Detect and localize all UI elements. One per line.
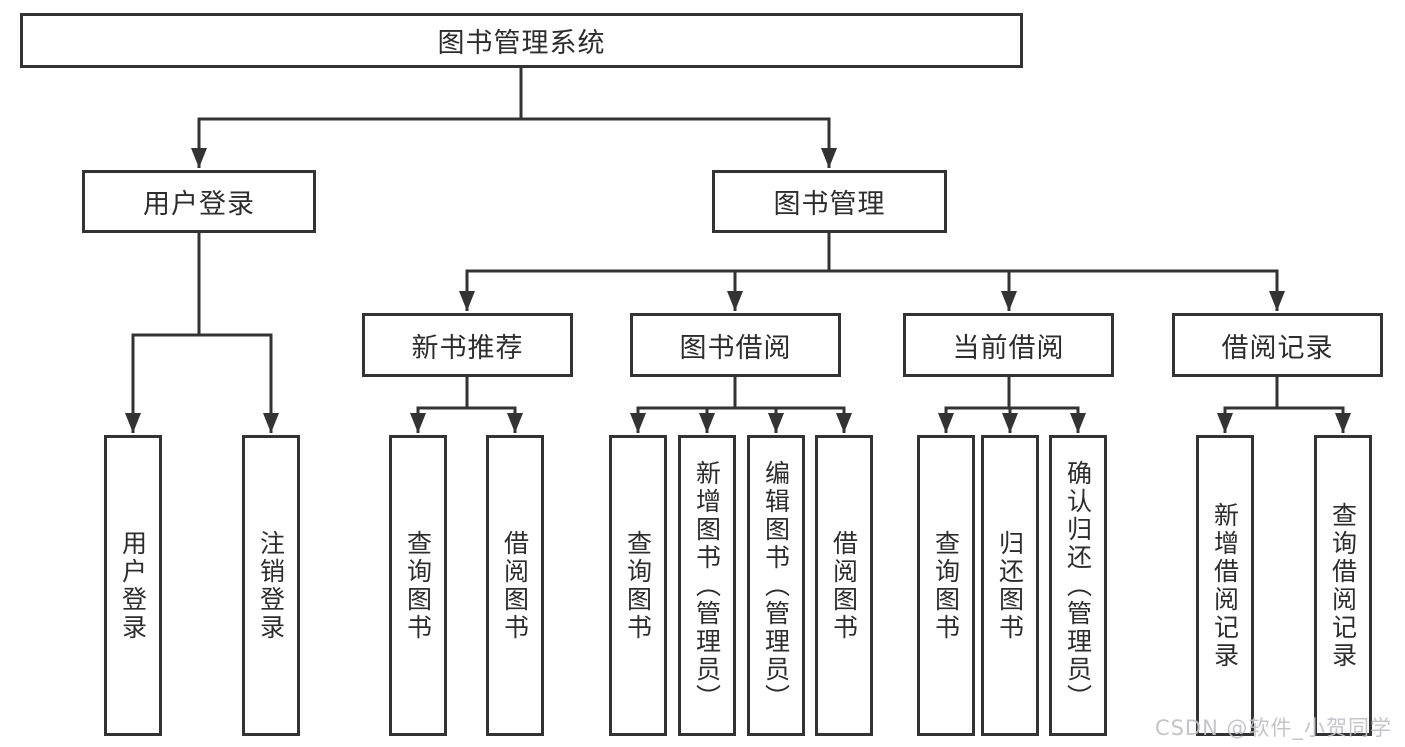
node-borrow-records-label: 借阅记录 xyxy=(1221,332,1334,364)
leaf-query-books-current: 查询图书 xyxy=(917,435,975,736)
node-root-label: 图书管理系统 xyxy=(437,28,606,59)
node-user-login: 用户登录 xyxy=(82,170,316,233)
leaf-borrow-books-label: 借阅图书 xyxy=(829,529,859,642)
leaf-confirm-return-admin-label: 确认归还（管理员） xyxy=(1063,459,1093,712)
leaf-add-borrow-record: 新增借阅记录 xyxy=(1196,435,1254,736)
leaf-query-books-borrow: 查询图书 xyxy=(609,435,667,736)
leaf-query-books-borrow-label: 查询图书 xyxy=(623,529,653,642)
leaf-edit-books-admin: 编辑图书（管理员） xyxy=(747,435,805,736)
leaf-add-books-admin-label: 新增图书（管理员） xyxy=(692,459,722,712)
csdn-watermark: CSDN @软件_小贺同学 xyxy=(1154,716,1392,740)
node-user-login-label: 用户登录 xyxy=(143,189,255,220)
leaf-add-borrow-record-label: 新增借阅记录 xyxy=(1210,501,1240,670)
leaf-return-books: 归还图书 xyxy=(981,435,1039,736)
leaf-query-books-current-label: 查询图书 xyxy=(931,529,961,642)
node-book-borrow-label: 图书借阅 xyxy=(679,332,792,364)
leaf-edit-books-admin-label: 编辑图书（管理员） xyxy=(761,459,791,712)
leaf-return-books-label: 归还图书 xyxy=(995,529,1025,642)
leaf-query-books-recommend: 查询图书 xyxy=(389,435,447,736)
node-current-borrow-label: 当前借阅 xyxy=(952,332,1065,364)
leaf-borrow-books-recommend-label: 借阅图书 xyxy=(500,529,530,642)
node-book-borrow: 图书借阅 xyxy=(630,313,841,377)
leaf-query-borrow-record: 查询借阅记录 xyxy=(1314,435,1372,736)
leaf-borrow-books-recommend: 借阅图书 xyxy=(486,435,544,736)
node-new-book-recommend: 新书推荐 xyxy=(362,313,573,377)
leaf-add-books-admin: 新增图书（管理员） xyxy=(678,435,736,736)
leaf-query-books-recommend-label: 查询图书 xyxy=(403,529,433,642)
node-book-management: 图书管理 xyxy=(712,170,947,233)
node-borrow-records: 借阅记录 xyxy=(1172,313,1383,377)
leaf-borrow-books: 借阅图书 xyxy=(815,435,873,736)
node-book-management-label: 图书管理 xyxy=(773,189,886,220)
leaf-user-login-label: 用户登录 xyxy=(118,529,148,642)
node-new-book-recommend-label: 新书推荐 xyxy=(411,332,524,364)
leaf-logout-label: 注销登录 xyxy=(256,529,286,642)
leaf-confirm-return-admin: 确认归还（管理员） xyxy=(1049,435,1107,736)
leaf-query-borrow-record-label: 查询借阅记录 xyxy=(1328,501,1358,670)
node-current-borrow: 当前借阅 xyxy=(903,313,1114,377)
leaf-user-login: 用户登录 xyxy=(104,435,162,736)
leaf-logout: 注销登录 xyxy=(242,435,300,736)
node-root: 图书管理系统 xyxy=(20,13,1023,68)
